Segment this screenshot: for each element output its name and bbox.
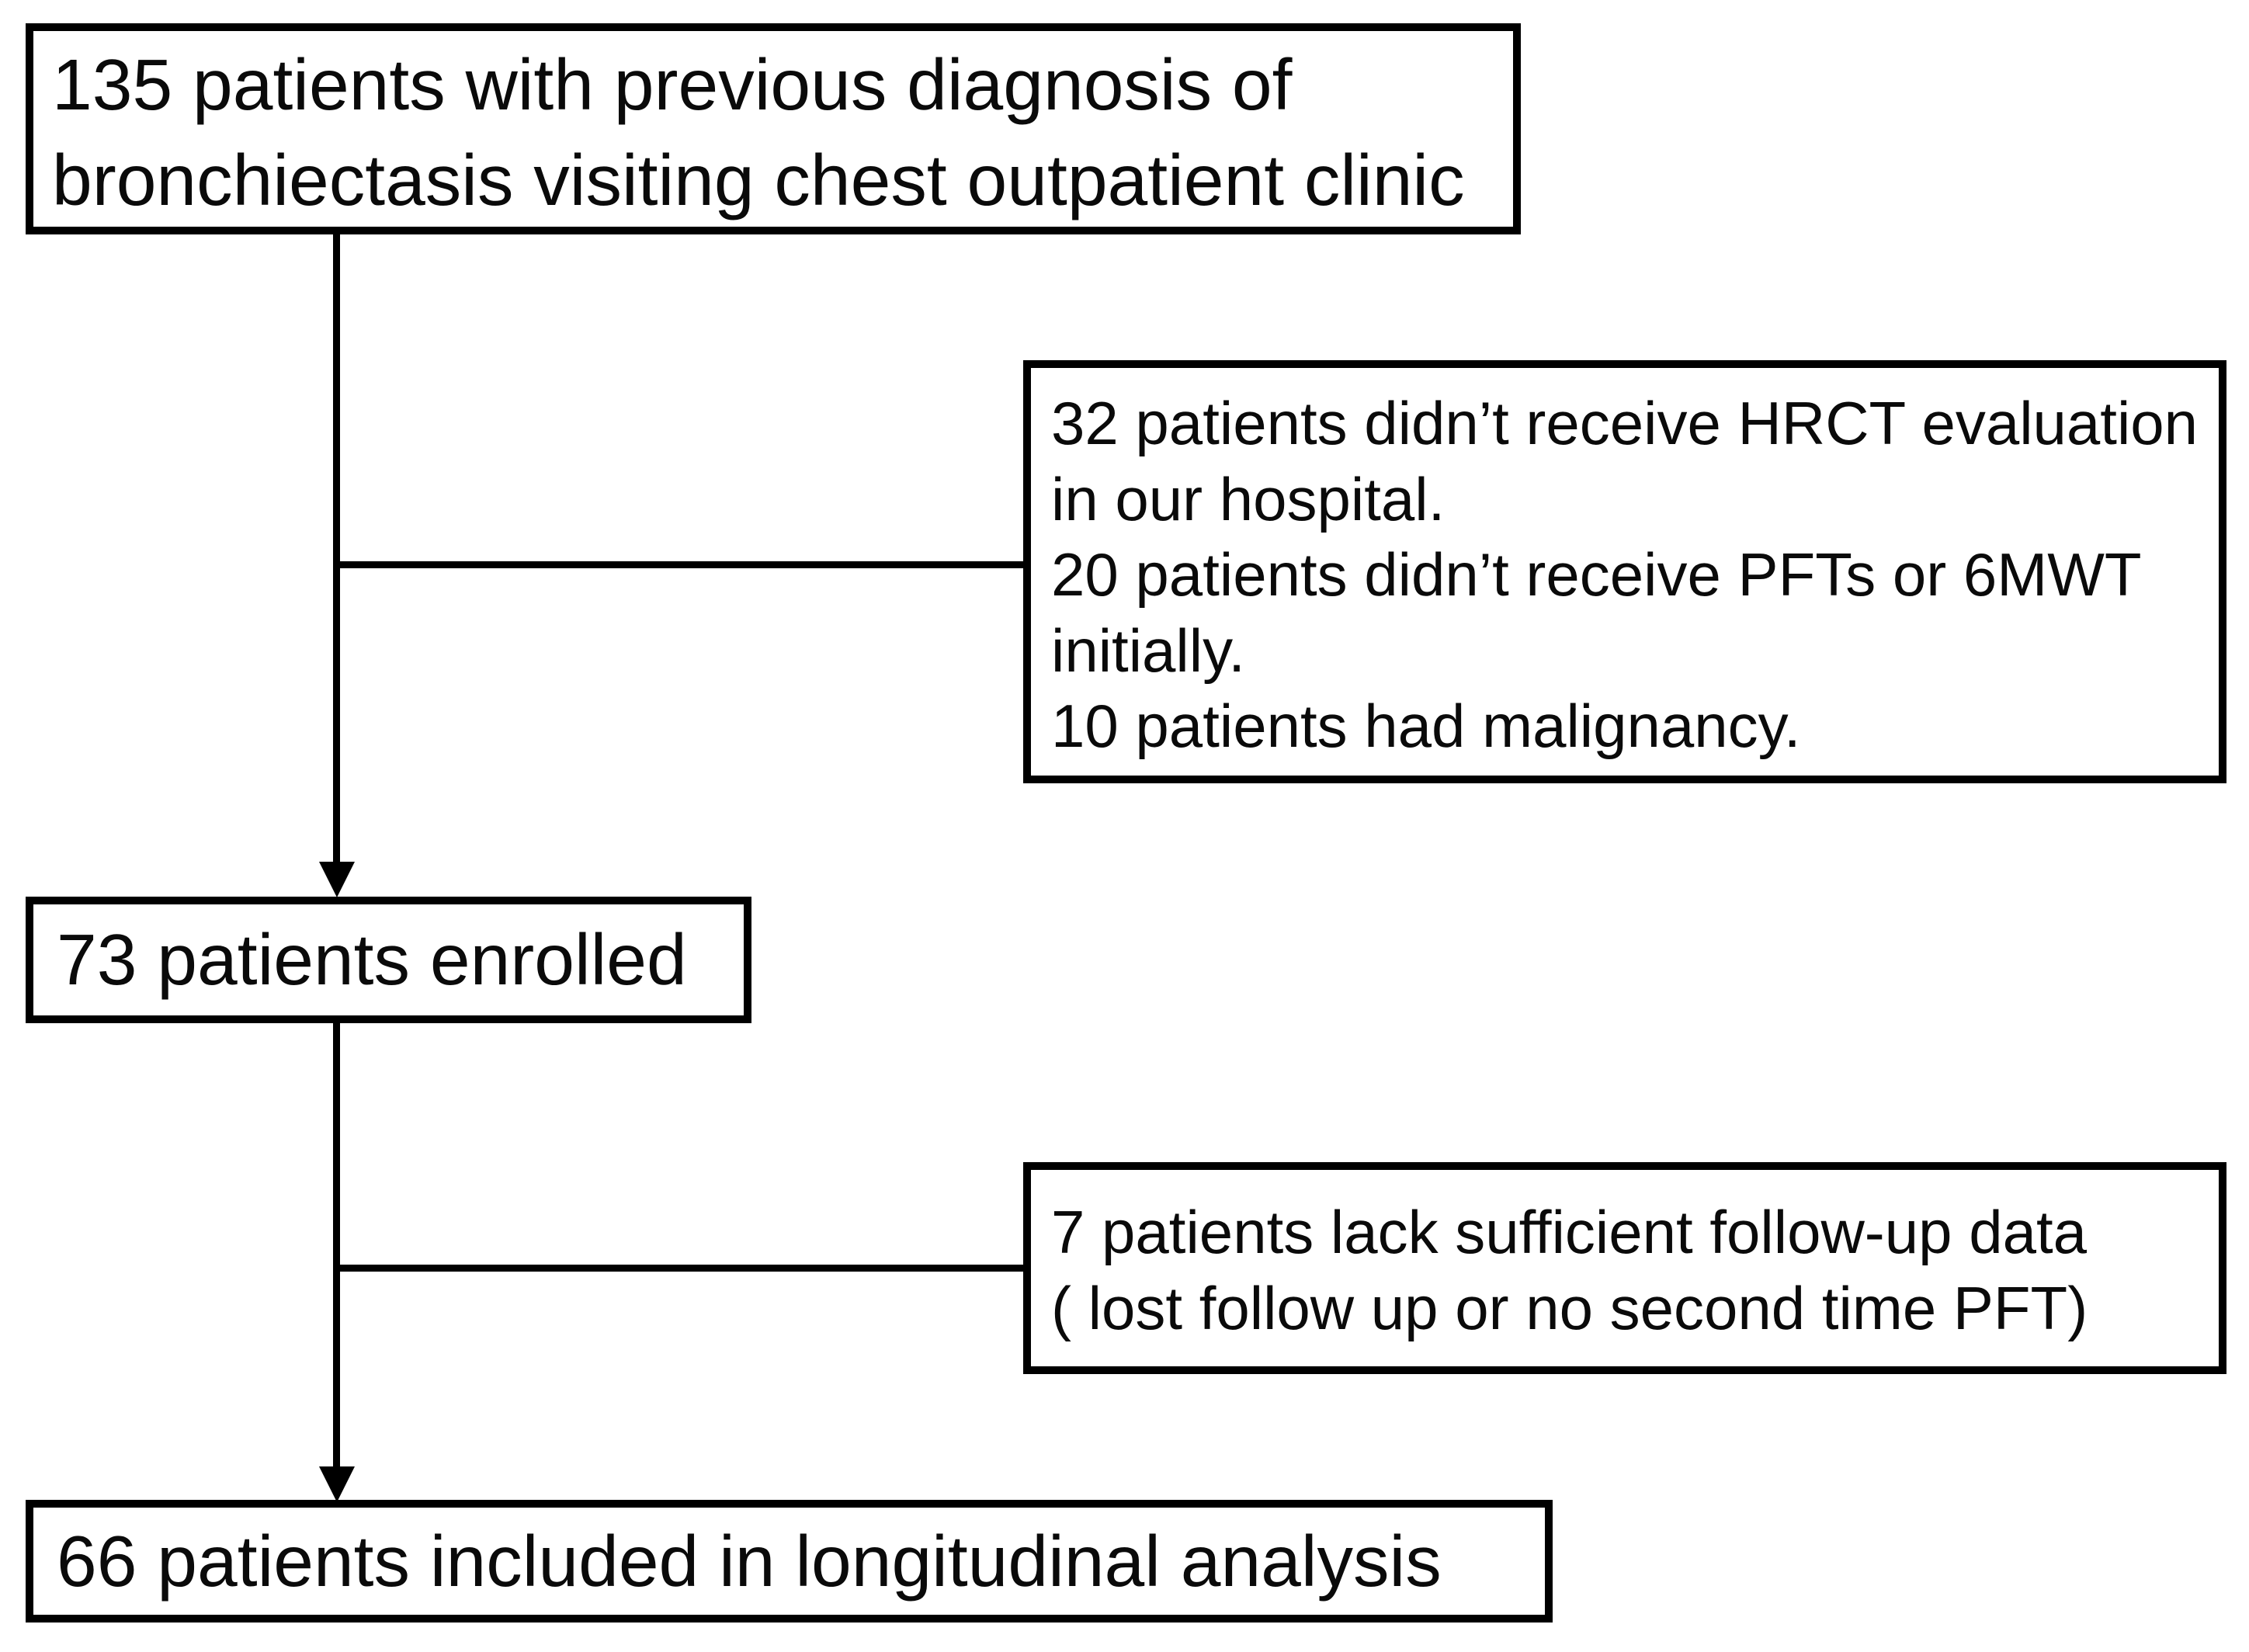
box-final-longitudinal-text: 66 patients included in longitudinal ana… — [57, 1520, 1442, 1602]
exclusion-item-followup-data: 7 patients lack sufficient follow-up dat… — [1051, 1198, 2087, 1266]
box-enrolled: 73 patients enrolled — [26, 897, 751, 1023]
branch-to-exclusion-followup — [333, 1265, 1023, 1272]
box-initial-cohort-text: 135 patients with previous diagnosis of … — [52, 44, 1465, 220]
connector-enrolled-to-final — [333, 1022, 340, 1472]
down-arrowhead-icon — [319, 862, 355, 897]
branch-to-exclusion-initial — [333, 561, 1023, 568]
down-arrowhead-icon — [319, 1466, 355, 1502]
box-exclusion-followup: 7 patients lack sufficient follow-up dat… — [1023, 1162, 2226, 1374]
connector-initial-to-enrolled — [333, 233, 340, 863]
exclusion-item-no-hrct: 32 patients didn’t receive HRCT evaluati… — [1051, 389, 2199, 533]
box-exclusion-initial: 32 patients didn’t receive HRCT evaluati… — [1023, 360, 2226, 783]
exclusion-item-followup-detail: ( lost follow up or no second time PFT) — [1051, 1273, 2088, 1342]
exclusion-item-malignancy: 10 patients had malignancy. — [1051, 692, 1801, 760]
box-final-longitudinal: 66 patients included in longitudinal ana… — [26, 1500, 1553, 1622]
exclusion-item-no-pft-6mwt: 20 patients didn’t receive PFTs or 6MWT … — [1051, 540, 2141, 685]
box-initial-cohort: 135 patients with previous diagnosis of … — [26, 23, 1521, 234]
box-enrolled-text: 73 patients enrolled — [57, 919, 687, 1000]
